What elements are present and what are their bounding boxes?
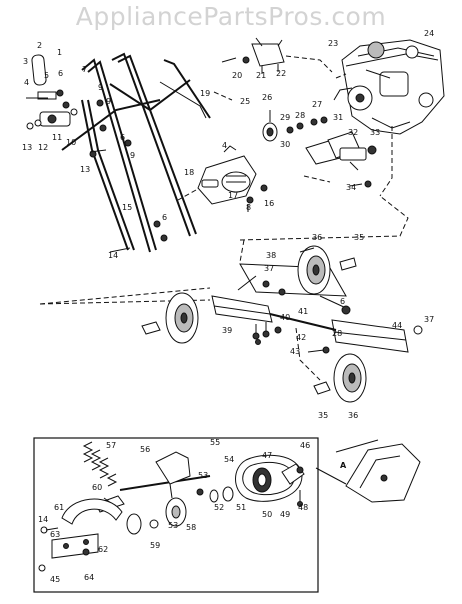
part-label-33: 33 [370, 128, 380, 137]
part-label-32: 32 [348, 128, 358, 137]
part-label-40: 40 [280, 313, 290, 322]
part-label-9c: 9 [130, 151, 135, 160]
wheel-right-upper [297, 245, 357, 295]
detail-blade-guard [315, 439, 421, 503]
part-label-62: 62 [98, 545, 108, 554]
part-label-27: 27 [312, 100, 322, 109]
part-label-20: 20 [232, 71, 242, 80]
part-label-15: 15 [122, 203, 132, 212]
part-label-30: 30 [280, 140, 290, 149]
upper-hardware [213, 37, 333, 101]
part-label-4b: 4 [222, 141, 227, 150]
part-label-17: 17 [228, 191, 238, 200]
part-label-43: 43 [290, 347, 300, 356]
part-label-47: 47 [262, 451, 272, 460]
wheel-right-lower [313, 353, 367, 403]
part-label-21: 21 [256, 71, 266, 80]
part-label-60: 60 [92, 483, 102, 492]
part-label-35b: 35 [318, 411, 328, 420]
part-label-53b: 53 [168, 521, 178, 530]
part-label-1: 1 [57, 48, 62, 57]
part-label-7: 7 [82, 65, 87, 74]
frame-assembly [39, 195, 423, 381]
part-label-8: 8 [246, 203, 251, 212]
part-label-42: 42 [296, 333, 306, 342]
part-label-59: 59 [150, 541, 160, 550]
part-label-36b: 36 [348, 411, 358, 420]
part-label-51: 51 [236, 503, 246, 512]
part-label-34: 34 [346, 183, 356, 192]
part-label-36a: 36 [312, 233, 322, 242]
part-label-50: 50 [262, 510, 272, 519]
detail-a-label: A [340, 461, 347, 470]
part-label-45: 45 [50, 575, 60, 584]
part-label-54: 54 [224, 455, 234, 464]
part-label-48: 48 [298, 503, 308, 512]
part-label-38: 38 [266, 251, 276, 260]
part-label-58: 58 [186, 523, 196, 532]
part-label-13b: 13 [80, 165, 90, 174]
part-label-35a: 35 [354, 233, 364, 242]
part-label-29: 29 [280, 113, 290, 122]
part-label-39: 39 [222, 326, 232, 335]
part-label-16: 16 [264, 199, 274, 208]
part-label-41: 41 [298, 307, 308, 316]
pulley-parts [262, 110, 393, 197]
part-label-11: 11 [52, 133, 62, 142]
part-label-6a: 6 [58, 69, 63, 78]
part-label-6b: 6 [120, 133, 125, 142]
part-label-37b: 37 [424, 315, 434, 324]
part-label-6d: 6 [340, 297, 345, 306]
part-label-5: 5 [44, 71, 49, 80]
part-label-49: 49 [280, 510, 290, 519]
part-label-3: 3 [23, 57, 28, 66]
part-label-37a: 37 [264, 264, 274, 273]
part-label-10: 10 [66, 138, 76, 147]
part-label-9b: 9 [106, 97, 111, 106]
part-label-55: 55 [210, 438, 220, 447]
part-label-44: 44 [392, 321, 402, 330]
part-label-13a: 13 [22, 143, 32, 152]
handle-grip-left [26, 54, 57, 100]
part-label-26: 26 [262, 93, 272, 102]
part-label-57: 57 [106, 441, 116, 450]
part-label-9a: 9 [98, 83, 103, 92]
part-label-2: 2 [37, 41, 42, 50]
handle-hardware [26, 89, 168, 253]
part-label-22: 22 [276, 69, 286, 78]
part-label-18: 18 [184, 168, 194, 177]
part-label-23: 23 [328, 39, 338, 48]
part-label-31: 31 [333, 113, 343, 122]
part-label-56: 56 [140, 445, 150, 454]
detail-assembly [38, 441, 305, 572]
detail-box [33, 437, 319, 593]
part-label-6c: 6 [162, 213, 167, 222]
part-label-14a: 14 [108, 251, 118, 260]
part-label-25: 25 [240, 97, 250, 106]
part-label-46: 46 [300, 441, 310, 450]
part-label-28b: 28 [332, 329, 342, 338]
part-label-61: 61 [54, 503, 64, 512]
handle-assembly [61, 52, 211, 253]
part-label-14b: 14 [38, 515, 48, 524]
belt-cover [177, 145, 268, 212]
part-label-19: 19 [200, 89, 210, 98]
part-label-24: 24 [424, 29, 434, 38]
part-label-4: 4 [24, 78, 29, 87]
part-label-63: 63 [50, 530, 60, 539]
part-label-28a: 28 [295, 111, 305, 120]
part-label-53a: 53 [198, 471, 208, 480]
part-label-64: 64 [84, 573, 94, 582]
wheel-left [141, 292, 199, 344]
engine-assembly [333, 39, 445, 135]
part-label-12: 12 [38, 143, 48, 152]
part-label-52: 52 [214, 503, 224, 512]
